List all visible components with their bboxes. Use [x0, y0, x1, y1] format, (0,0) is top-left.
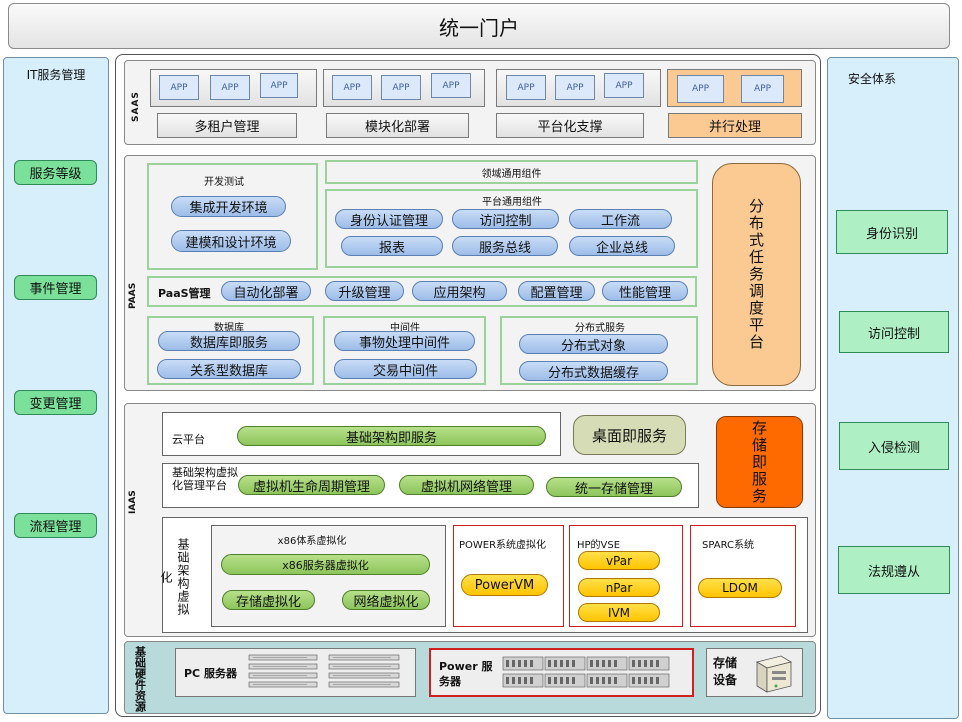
desktop-as-a-service[interactable]: 桌面即服务: [573, 415, 686, 455]
app-icon[interactable]: APP: [159, 75, 199, 100]
power-server-box: Power 服务器: [429, 648, 694, 697]
x86-virtualization-box: x86体系虚拟化: [211, 525, 446, 627]
vm-network-management[interactable]: 虚拟机网络管理: [399, 475, 534, 495]
multi-tenant-management: 多租户管理: [157, 113, 297, 138]
storage-service-label: 存储即服务: [750, 419, 768, 505]
access-control-button[interactable]: 访问控制: [839, 311, 949, 353]
sparc-box: SPARC系统: [690, 525, 796, 627]
paas-label: PAAS: [128, 282, 138, 310]
database-title: 数据库: [214, 322, 244, 334]
scheduler-label: 分布式任务调度平台: [747, 198, 765, 351]
app-icon[interactable]: APP: [555, 75, 595, 100]
app-icon[interactable]: APP: [677, 75, 724, 103]
database-as-a-service[interactable]: 数据库即服务: [158, 331, 300, 351]
vpar[interactable]: vPar: [578, 551, 660, 570]
network-virtualization[interactable]: 网络虚拟化: [342, 590, 430, 610]
distributed-object[interactable]: 分布式对象: [519, 334, 668, 354]
application-architecture[interactable]: 应用架构: [412, 281, 507, 301]
security-title: 安全体系: [848, 72, 897, 86]
distributed-service-title: 分布式服务: [575, 322, 625, 334]
unified-storage-management[interactable]: 统一存储管理: [546, 477, 682, 497]
database-box: 数据库: [147, 316, 314, 385]
app-icon[interactable]: APP: [431, 73, 471, 98]
power-server-rack-icon: [502, 656, 672, 690]
pc-server-label: PC 服务器: [184, 667, 237, 680]
saas-label: SAAS: [131, 91, 141, 123]
infra-virtualization-title: 基础架构虚拟化: [159, 538, 190, 616]
x86-server-virtualization[interactable]: x86服务器虚拟化: [221, 554, 430, 575]
dev-test-title: 开发测试: [204, 176, 244, 188]
integrated-dev-env[interactable]: 集成开发环境: [171, 196, 286, 217]
incident-management-button[interactable]: 事件管理: [14, 275, 97, 300]
it-service-title: IT服务管理: [26, 67, 86, 82]
platform-support: 平台化支撑: [496, 113, 644, 138]
report[interactable]: 报表: [341, 236, 443, 256]
power-virt-title: POWER系统虚拟化: [459, 540, 547, 551]
access-control[interactable]: 访问控制: [452, 209, 559, 229]
infrastructure-as-a-service[interactable]: 基础架构即服务: [237, 426, 546, 446]
enterprise-bus[interactable]: 企业总线: [569, 236, 675, 256]
iaas-label: IAAS: [128, 490, 138, 514]
service-level-button[interactable]: 服务等级: [14, 160, 97, 185]
security-system-panel: 安全体系: [827, 57, 959, 719]
app-icon[interactable]: APP: [604, 73, 644, 98]
identity-auth-management[interactable]: 身份认证管理: [335, 209, 443, 229]
server-rack-icon: [247, 654, 407, 690]
ldom[interactable]: LDOM: [698, 578, 782, 598]
app-icon[interactable]: APP: [381, 75, 421, 100]
hp-vse-title: HP的VSE: [577, 540, 621, 551]
change-management-button[interactable]: 变更管理: [14, 390, 97, 415]
distributed-data-cache[interactable]: 分布式数据缓存: [519, 361, 668, 381]
infra-virt-management-title: 基础架构虚拟化管理平台: [172, 466, 238, 492]
storage-virtualization[interactable]: 存储虚拟化: [222, 590, 315, 610]
performance-management[interactable]: 性能管理: [602, 281, 688, 301]
storage-device-label: 存储设备: [713, 656, 738, 687]
sparc-title: SPARC系统: [702, 540, 755, 551]
powervm[interactable]: PowerVM: [461, 574, 548, 596]
it-service-management-panel: IT服务管理: [3, 57, 109, 714]
app-icon[interactable]: APP: [741, 75, 784, 103]
relational-database[interactable]: 关系型数据库: [157, 359, 301, 379]
platform-common-box: 平台通用组件: [325, 189, 698, 268]
paas-management-box: PaaS管理: [147, 276, 697, 307]
trading-middleware[interactable]: 交易中间件: [334, 359, 477, 379]
dev-test-box: 开发测试: [147, 163, 318, 270]
app-icon[interactable]: APP: [332, 75, 372, 100]
service-bus[interactable]: 服务总线: [452, 236, 558, 256]
power-server-label: Power 服务器: [439, 660, 493, 688]
domain-common-components: 领域通用组件: [325, 160, 698, 184]
transaction-processing-middleware[interactable]: 事物处理中间件: [334, 331, 475, 351]
unified-portal-banner: 统一门户: [8, 3, 950, 49]
distributed-service-box: 分布式服务: [500, 316, 698, 385]
storage-as-a-service[interactable]: 存储即服务: [716, 416, 803, 508]
vm-lifecycle-management[interactable]: 虚拟机生命周期管理: [238, 475, 385, 495]
cloud-platform-title: 云平台: [172, 433, 205, 446]
modular-deployment: 模块化部署: [326, 113, 469, 138]
paas-management-title: PaaS管理: [158, 287, 211, 300]
upgrade-management[interactable]: 升级管理: [325, 281, 404, 301]
storage-device-icon: [751, 652, 795, 694]
ivm[interactable]: IVM: [578, 603, 660, 622]
intrusion-detection-button[interactable]: 入侵检测: [839, 422, 949, 470]
middleware-title: 中间件: [390, 322, 420, 334]
identity-recognition-button[interactable]: 身份识别: [836, 210, 948, 254]
x86-virt-title: x86体系虚拟化: [277, 535, 347, 547]
configuration-management[interactable]: 配置管理: [518, 281, 595, 301]
distributed-task-scheduler[interactable]: 分布式任务调度平台: [712, 163, 801, 386]
hardware-label: 基础硬件资源: [133, 646, 147, 712]
portal-title: 统一门户: [439, 15, 519, 40]
app-icon[interactable]: APP: [260, 73, 298, 98]
middleware-box: 中间件: [323, 316, 486, 385]
app-icon[interactable]: APP: [506, 75, 546, 100]
npar[interactable]: nPar: [578, 578, 660, 597]
modeling-design-env[interactable]: 建模和设计环境: [171, 230, 291, 252]
app-icon[interactable]: APP: [210, 75, 250, 100]
auto-deployment[interactable]: 自动化部署: [221, 281, 311, 301]
platform-common-title: 平台通用组件: [482, 196, 542, 208]
compliance-button[interactable]: 法规遵从: [838, 546, 950, 594]
workflow[interactable]: 工作流: [569, 209, 672, 229]
process-management-button[interactable]: 流程管理: [14, 513, 97, 538]
parallel-processing: 并行处理: [668, 113, 802, 138]
